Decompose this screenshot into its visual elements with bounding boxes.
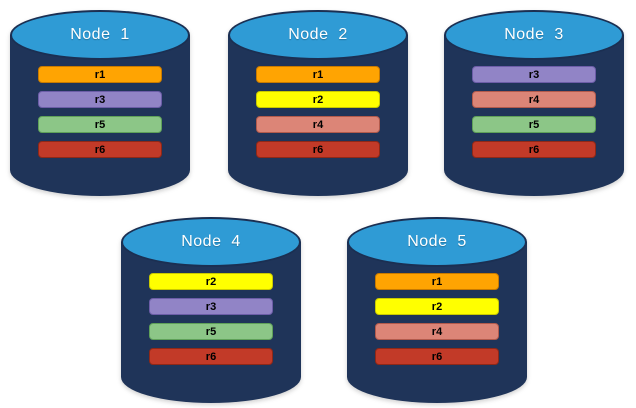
replica-bar-r2: r2 [256,91,380,108]
cylinder-top: Node 1 [10,10,190,60]
cylinder-top: Node 3 [444,10,624,60]
replica-bar-r4: r4 [375,323,499,340]
replica-bar-r2: r2 [375,298,499,315]
replica-bar-r3: r3 [472,66,596,83]
node-label: Node 4 [181,233,241,250]
replica-bar-r6: r6 [472,141,596,158]
cylinder-body [10,35,190,196]
replica-bar-r5: r5 [149,323,273,340]
cylinder-body [347,242,527,403]
cylinder-top: Node 2 [228,10,408,60]
cylinder-body [444,35,624,196]
replica-bar-r4: r4 [472,91,596,108]
node-1-cylinder: Node 1 r1 r3 r5 r6 [10,10,190,196]
cylinder-top: Node 5 [347,217,527,267]
replica-bar-list: r1 r2 r4 r6 [375,273,499,373]
replica-bar-r6: r6 [256,141,380,158]
replica-bar-r4: r4 [256,116,380,133]
replica-bar-r1: r1 [375,273,499,290]
replica-bar-r5: r5 [472,116,596,133]
node-5-cylinder: Node 5 r1 r2 r4 r6 [347,217,527,403]
replica-bar-r3: r3 [149,298,273,315]
replica-bar-r6: r6 [38,141,162,158]
replica-bar-r5: r5 [38,116,162,133]
replica-bar-r3: r3 [38,91,162,108]
node-label: Node 1 [70,26,130,43]
node-2-cylinder: Node 2 r1 r2 r4 r6 [228,10,408,196]
node-label: Node 3 [504,26,564,43]
replica-bar-r6: r6 [375,348,499,365]
replica-bar-list: r1 r3 r5 r6 [38,66,162,166]
replica-bar-r6: r6 [149,348,273,365]
node-label: Node 2 [288,26,348,43]
cylinder-body [121,242,301,403]
node-3-cylinder: Node 3 r3 r4 r5 r6 [444,10,624,196]
replica-bar-list: r2 r3 r5 r6 [149,273,273,373]
replica-bar-r1: r1 [38,66,162,83]
replica-bar-list: r1 r2 r4 r6 [256,66,380,166]
cylinder-body [228,35,408,196]
node-4-cylinder: Node 4 r2 r3 r5 r6 [121,217,301,403]
replica-bar-r1: r1 [256,66,380,83]
node-label: Node 5 [407,233,467,250]
cylinder-top: Node 4 [121,217,301,267]
replica-bar-list: r3 r4 r5 r6 [472,66,596,166]
replica-bar-r2: r2 [149,273,273,290]
